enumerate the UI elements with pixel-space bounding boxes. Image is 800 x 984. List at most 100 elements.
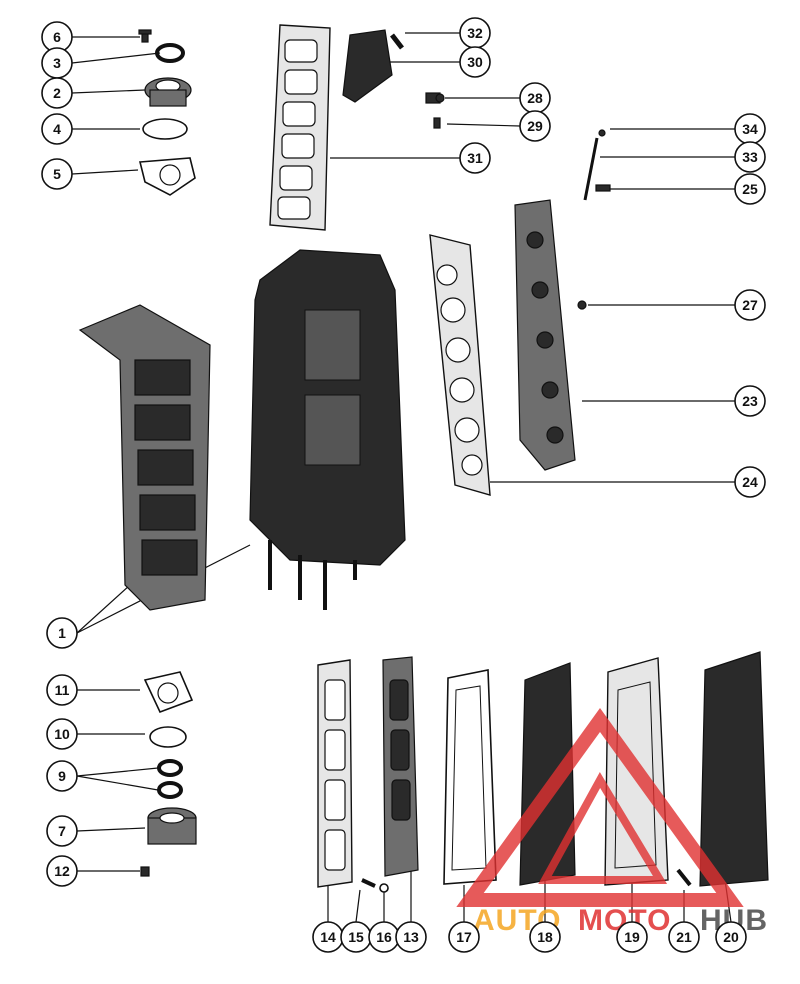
callout-14: 14 <box>312 921 344 953</box>
part-cover-30 <box>342 29 393 103</box>
callout-circle <box>46 760 78 792</box>
callout-number: 33 <box>742 149 758 165</box>
callout-1: 1 <box>46 617 78 649</box>
callout-12: 12 <box>46 855 78 887</box>
callout-24: 24 <box>734 466 766 498</box>
callout-32: 32 <box>459 17 491 49</box>
callout-number: 4 <box>53 121 61 137</box>
callout-10: 10 <box>46 718 78 750</box>
callout-number: 23 <box>742 393 758 409</box>
callout-31: 31 <box>459 142 491 174</box>
callout-15: 15 <box>340 921 372 953</box>
callout-19: 19 <box>616 921 648 953</box>
callout-circle <box>41 113 73 145</box>
part-gasket-14 <box>317 659 353 888</box>
callout-11: 11 <box>46 674 78 706</box>
callout-number: 2 <box>53 85 61 101</box>
callout-number: 11 <box>55 682 70 698</box>
callout-number: 7 <box>58 823 66 839</box>
callout-number: 13 <box>403 929 419 945</box>
callout-23: 23 <box>734 385 766 417</box>
callout-circle <box>459 142 491 174</box>
callout-4: 4 <box>41 113 73 145</box>
part-cover-13 <box>382 656 419 877</box>
part-washer-34 <box>598 129 606 137</box>
callout-circle <box>46 855 78 887</box>
callout-number: 16 <box>376 929 392 945</box>
part-seal-3 <box>155 43 185 63</box>
callout-34: 34 <box>734 113 766 145</box>
part-washer-16 <box>379 883 389 893</box>
part-crankcase-1a <box>78 304 211 611</box>
callout-circle <box>46 815 78 847</box>
callout-number: 28 <box>527 90 543 106</box>
callout-number: 30 <box>467 54 483 70</box>
part-seal-9b <box>157 781 183 799</box>
part-screw-29 <box>433 117 441 129</box>
callout-number: 29 <box>527 118 543 134</box>
callout-number: 31 <box>467 150 483 166</box>
part-gasket-5 <box>138 157 196 196</box>
callout-number: 14 <box>320 929 336 945</box>
callout-number: 19 <box>624 929 640 945</box>
part-screw-12 <box>140 866 150 877</box>
callout-7: 7 <box>46 815 78 847</box>
callout-number: 1 <box>58 625 66 641</box>
callout-circle <box>734 385 766 417</box>
callout-circle <box>734 466 766 498</box>
watermark-logo <box>456 708 744 907</box>
callout-number: 17 <box>456 929 472 945</box>
callout-17: 17 <box>448 921 480 953</box>
callout-number: 12 <box>54 863 70 879</box>
callout-29: 29 <box>519 110 551 142</box>
part-exhaust-cover-20 <box>699 651 769 887</box>
part-rod-33 <box>583 137 599 201</box>
callout-circle <box>519 110 551 142</box>
callout-circle <box>459 46 491 78</box>
callout-number: 25 <box>742 181 758 197</box>
callout-number: 6 <box>53 29 61 45</box>
callout-number: 3 <box>53 55 61 71</box>
part-o-ring-4 <box>142 118 188 140</box>
callout-16: 16 <box>368 921 400 953</box>
callout-circle <box>616 921 648 953</box>
part-gasket-11 <box>143 671 194 714</box>
callout-30: 30 <box>459 46 491 78</box>
callout-circle <box>46 617 78 649</box>
callout-28: 28 <box>519 82 551 114</box>
part-screw-25 <box>595 184 611 192</box>
callout-number: 20 <box>723 929 739 945</box>
callout-5: 5 <box>41 158 73 190</box>
part-plug-27 <box>577 300 587 310</box>
callout-circle <box>734 289 766 321</box>
callout-number: 10 <box>54 726 70 742</box>
part-cylinder-head-23 <box>514 199 576 471</box>
callout-20: 20 <box>715 921 747 953</box>
callout-3: 3 <box>41 47 73 79</box>
part-screw-15 <box>361 878 376 888</box>
part-bolt-32 <box>390 33 404 50</box>
callout-circle <box>46 718 78 750</box>
part-head-gasket-24 <box>429 234 491 496</box>
callout-number: 15 <box>348 929 364 945</box>
part-housing-7 <box>147 807 197 845</box>
callout-number: 21 <box>676 929 692 945</box>
part-housing-2 <box>144 77 192 107</box>
part-screw-6 <box>138 29 152 43</box>
callout-circle <box>734 141 766 173</box>
callout-circle <box>529 921 561 953</box>
callout-circle <box>41 77 73 109</box>
part-gasket-31 <box>269 24 331 231</box>
callout-number: 5 <box>53 166 61 182</box>
callout-circle <box>41 158 73 190</box>
callout-13: 13 <box>395 921 427 953</box>
callout-circle <box>734 173 766 205</box>
callout-21: 21 <box>668 921 700 953</box>
callout-2: 2 <box>41 77 73 109</box>
part-fitting-28 <box>425 92 445 104</box>
callout-number: 32 <box>467 25 483 41</box>
part-cylinder-block-1b <box>249 249 406 610</box>
part-screw-21 <box>676 868 692 887</box>
callout-number: 34 <box>742 121 758 137</box>
callout-number: 27 <box>742 297 758 313</box>
